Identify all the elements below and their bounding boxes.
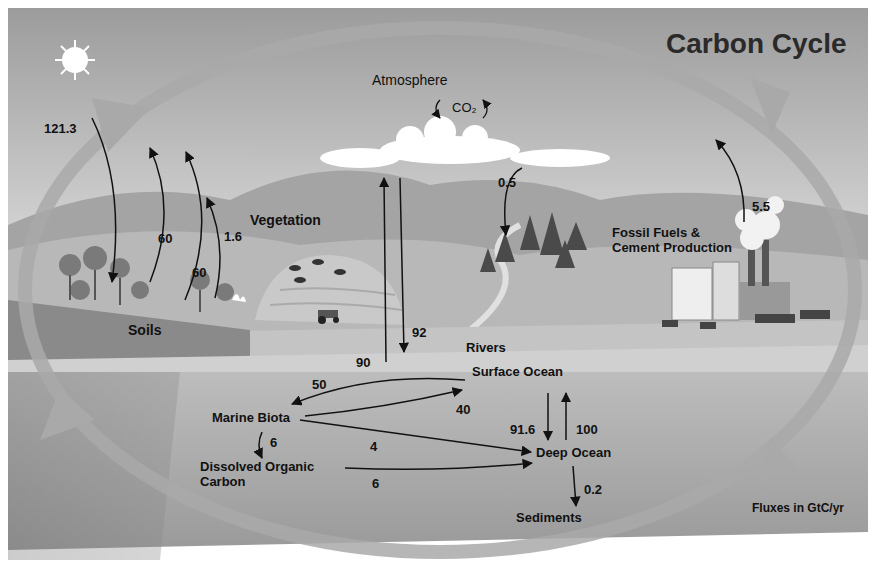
flux-value: 4 bbox=[370, 440, 377, 455]
flux-value: 0.5 bbox=[498, 176, 516, 191]
reservoir-name: Soils bbox=[128, 322, 161, 338]
reservoir-name: Dissolved Organic Carbon bbox=[200, 460, 340, 490]
flux-value: 6 bbox=[270, 436, 277, 451]
flux-value: 121.3 bbox=[44, 122, 77, 137]
flux-value: 6 bbox=[372, 477, 379, 492]
flux-value: 50 bbox=[312, 378, 326, 393]
flux-value: 60 bbox=[192, 266, 206, 281]
reservoir-name: Fossil Fuels & Cement Production bbox=[612, 226, 740, 256]
flux-value: 92 bbox=[412, 326, 426, 341]
reservoir-name: Surface Ocean bbox=[472, 365, 563, 380]
flux-value: 1.6 bbox=[224, 230, 242, 245]
diagram-title: Carbon Cycle bbox=[666, 28, 847, 60]
note-text: Fluxes in GtC/yr bbox=[752, 502, 844, 516]
reservoir-name: Vegetation bbox=[250, 212, 321, 228]
flux-value: 90 bbox=[356, 356, 370, 371]
flux-value: 0.2 bbox=[584, 483, 602, 498]
reservoir-name: Sediments bbox=[516, 511, 582, 526]
reservoir-name: Atmosphere bbox=[372, 72, 447, 88]
reservoir-name: Rivers bbox=[466, 341, 506, 356]
flux-value: 91.6 bbox=[510, 423, 535, 438]
flux-value: 40 bbox=[456, 403, 470, 418]
reservoir-name: Marine Biota bbox=[212, 411, 290, 426]
chemical-formula: CO₂ bbox=[452, 101, 477, 116]
reservoir-name: Deep Ocean bbox=[536, 446, 611, 461]
flux-value: 100 bbox=[576, 423, 598, 438]
flux-value: 5.5 bbox=[752, 200, 770, 215]
flux-value: 60 bbox=[158, 232, 172, 247]
